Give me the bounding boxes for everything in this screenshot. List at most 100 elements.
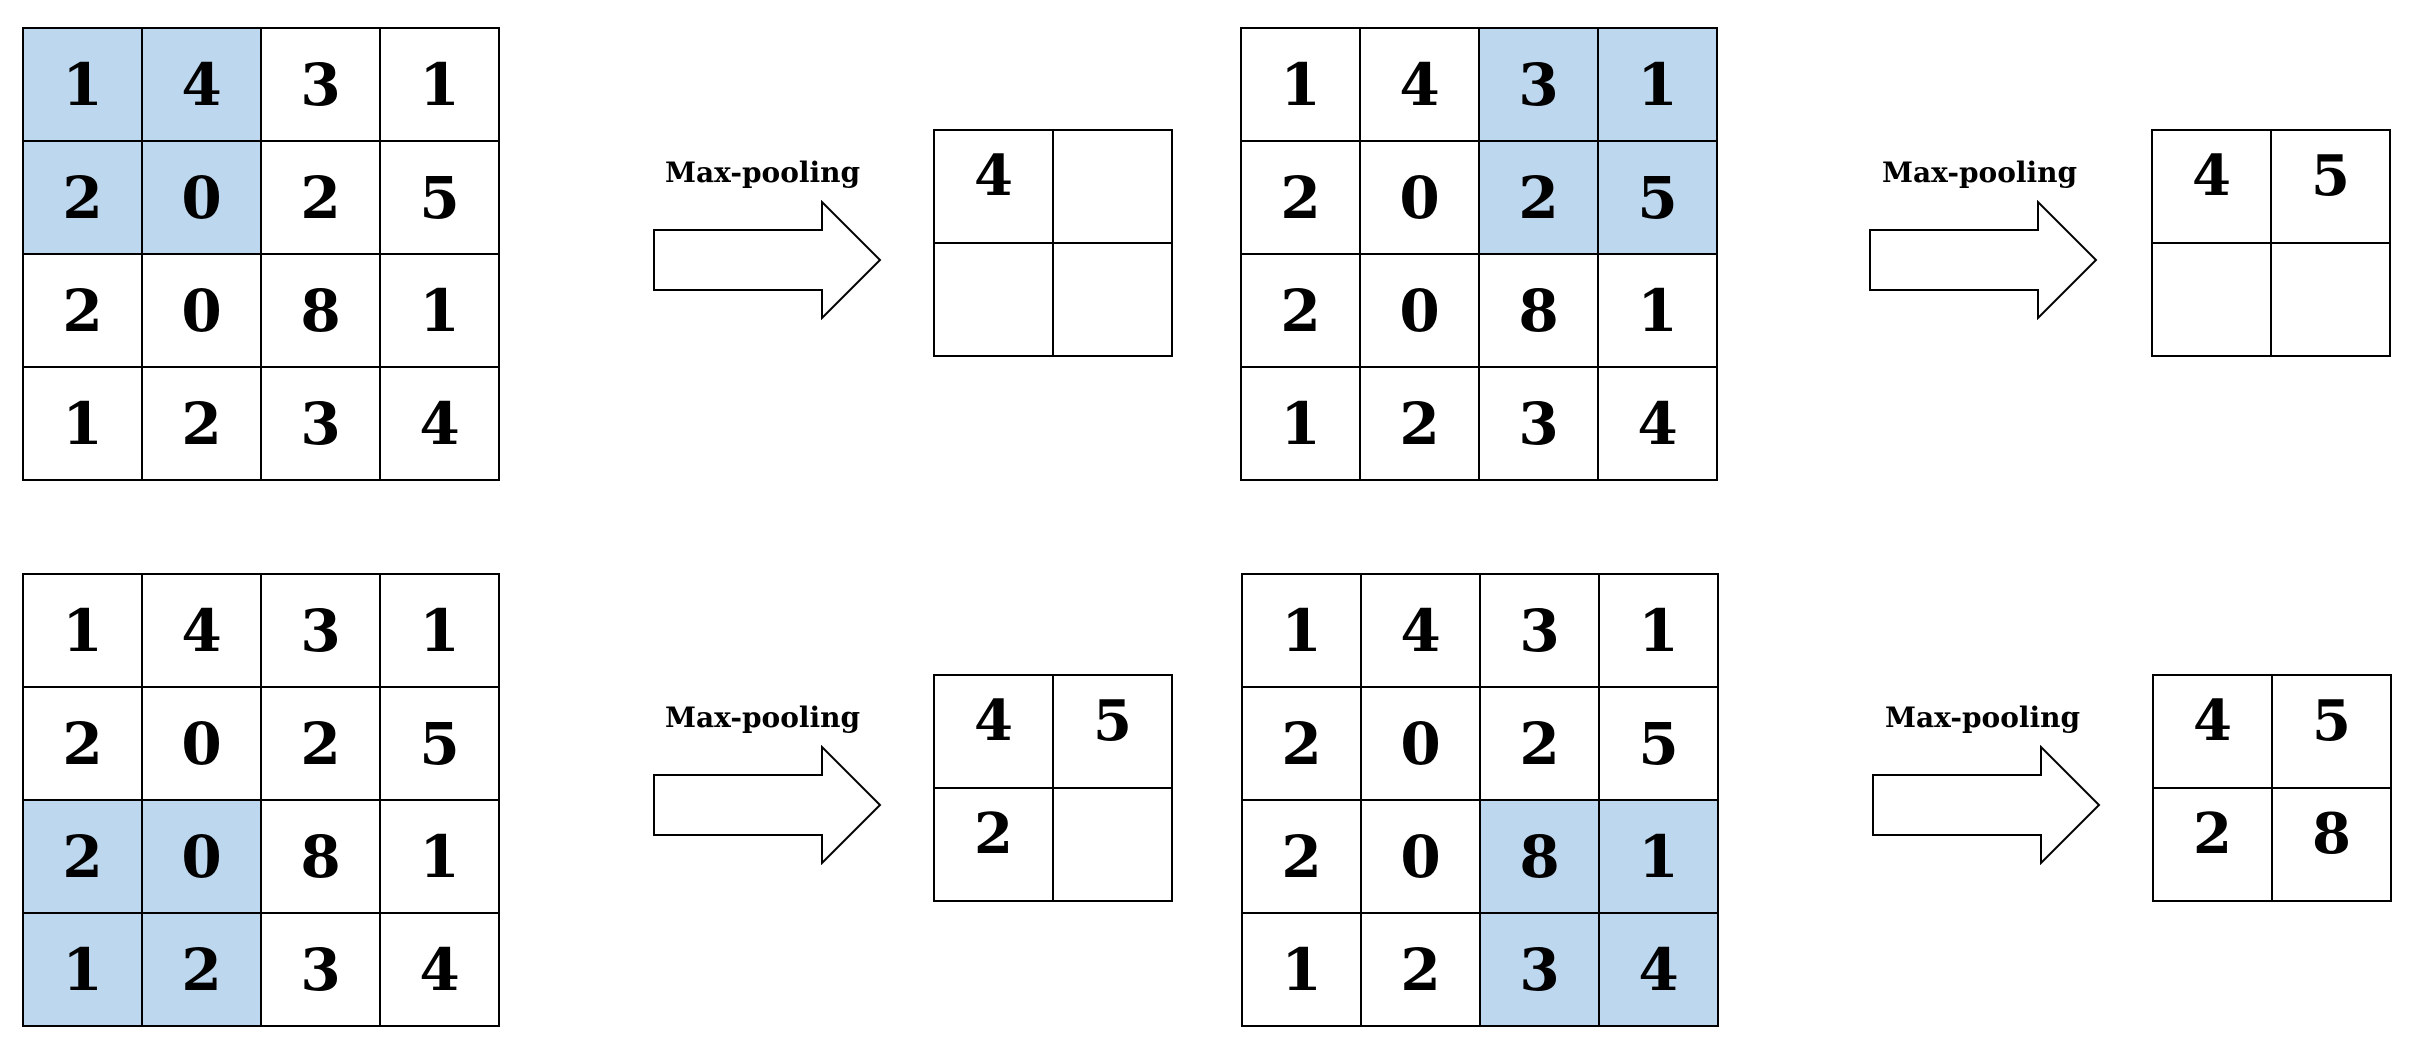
output-row: [933, 242, 1173, 357]
output-cell: [933, 242, 1054, 357]
input-cell: 4: [141, 573, 262, 688]
input-cell: 4: [379, 366, 500, 481]
output-cell: [2151, 242, 2272, 357]
input-cell: 3: [260, 27, 381, 142]
input-cell: 2: [141, 912, 262, 1027]
right-arrow-icon-3: [653, 745, 882, 865]
input-cell: 4: [141, 27, 262, 142]
input-cell: 1: [22, 573, 143, 688]
input-cell: 2: [1241, 799, 1362, 914]
input-cell: 3: [260, 912, 381, 1027]
input-cell: 1: [22, 27, 143, 142]
input-cell: 1: [1241, 573, 1362, 688]
input-cell: 0: [141, 799, 262, 914]
output-cell: 2: [933, 787, 1054, 902]
output-cell: 5: [2271, 674, 2392, 789]
input-cell: 2: [141, 366, 262, 481]
input-cell: 3: [1478, 366, 1599, 481]
output-row: 4: [933, 129, 1173, 244]
input-cell: 2: [260, 686, 381, 801]
input-cell: 0: [141, 686, 262, 801]
output-cell: 4: [933, 674, 1054, 789]
input-cell: 1: [379, 27, 500, 142]
output-cell: [2270, 242, 2391, 357]
output-row: [2151, 242, 2391, 357]
right-arrow-icon-4: [1872, 745, 2101, 865]
input-cell: 8: [260, 253, 381, 368]
input-cell: 2: [22, 140, 143, 255]
input-cell: 4: [379, 912, 500, 1027]
input-cell: 1: [1597, 253, 1718, 368]
input-cell: 1: [1598, 799, 1719, 914]
output-cell: [1052, 242, 1173, 357]
input-cell: 4: [1359, 27, 1480, 142]
max-pooling-label-2: Max-pooling: [1882, 156, 2078, 189]
max-pooling-label-1: Max-pooling: [665, 156, 861, 189]
output-cell: [1052, 129, 1173, 244]
input-cell: 1: [1597, 27, 1718, 142]
input-cell: 5: [1598, 686, 1719, 801]
output-cell: 4: [2151, 129, 2272, 244]
input-cell: 3: [1479, 912, 1600, 1027]
input-cell: 0: [141, 140, 262, 255]
output-cell: 4: [2152, 674, 2273, 789]
input-cell: 0: [1360, 686, 1481, 801]
input-cell: 3: [260, 573, 381, 688]
input-cell: 0: [1359, 253, 1480, 368]
input-cell: 1: [379, 253, 500, 368]
input-cell: 2: [260, 140, 381, 255]
input-cell: 5: [379, 686, 500, 801]
input-cell: 2: [22, 799, 143, 914]
input-cell: 5: [1597, 140, 1718, 255]
input-cell: 1: [1241, 912, 1362, 1027]
input-cell: 1: [22, 912, 143, 1027]
input-cell: 1: [379, 799, 500, 914]
output-cell: 4: [933, 129, 1054, 244]
input-cell: 4: [1597, 366, 1718, 481]
output-cell: 5: [1052, 674, 1173, 789]
input-cell: 2: [22, 686, 143, 801]
input-cell: 1: [379, 573, 500, 688]
input-cell: 2: [1240, 253, 1361, 368]
input-cell: 4: [1360, 573, 1481, 688]
input-cell: 2: [1241, 686, 1362, 801]
input-cell: 5: [379, 140, 500, 255]
input-cell: 8: [1479, 799, 1600, 914]
input-cell: 4: [1598, 912, 1719, 1027]
input-cell: 1: [1598, 573, 1719, 688]
input-cell: 1: [1240, 366, 1361, 481]
input-cell: 2: [1479, 686, 1600, 801]
input-cell: 0: [1359, 140, 1480, 255]
input-cell: 8: [260, 799, 381, 914]
output-cell: [1052, 787, 1173, 902]
right-arrow-icon-2: [1869, 200, 2098, 320]
input-cell: 2: [1240, 140, 1361, 255]
input-cell: 3: [1479, 573, 1600, 688]
input-cell: 8: [1478, 253, 1599, 368]
input-cell: 2: [22, 253, 143, 368]
input-cell: 3: [260, 366, 381, 481]
